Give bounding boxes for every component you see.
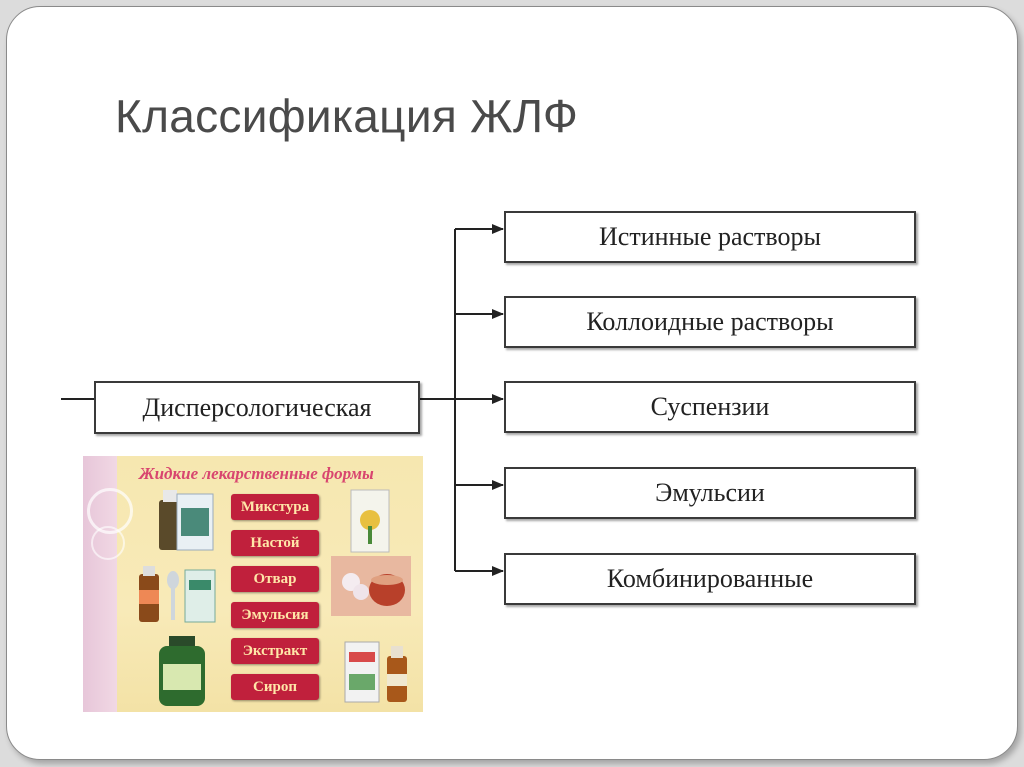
child-box-label: Эмульсии <box>655 478 765 507</box>
syrup-bottle-spoon-picture <box>139 566 216 623</box>
child-box-5: Комбинированные <box>504 553 916 605</box>
root-box-label: Дисперсологическая <box>142 392 372 422</box>
green-jar-picture <box>159 636 205 706</box>
form-label-extract: Экстракт <box>231 638 319 664</box>
child-box-4: Эмульсии <box>504 467 916 519</box>
herbal-box-picture <box>350 489 390 553</box>
tea-flowers-picture <box>331 556 411 616</box>
slide-title: Классификация ЖЛФ <box>115 90 579 142</box>
child-box-1: Истинные растворы <box>504 211 916 263</box>
root-box: Дисперсологическая <box>94 381 420 434</box>
form-label-decoction: Отвар <box>231 566 319 592</box>
form-label-mixture: Микстура <box>231 494 319 520</box>
decor-swirl <box>91 526 125 560</box>
child-box-2: Коллоидные растворы <box>504 296 916 348</box>
form-label-syrup: Сироп <box>231 674 319 700</box>
form-label-emulsion: Эмульсия <box>231 602 319 628</box>
illustration-title: Жидкие лекарственные формы <box>139 464 374 483</box>
bottle-box-picture <box>159 490 214 551</box>
child-box-label: Истинные растворы <box>599 222 821 251</box>
extract-box-bottle-picture <box>344 641 407 703</box>
child-box-label: Суспензии <box>650 392 770 421</box>
form-label-infusion: Настой <box>231 530 319 556</box>
connector-lines <box>61 224 504 576</box>
child-box-label: Коллоидные растворы <box>586 307 834 336</box>
child-box-label: Комбинированные <box>606 564 814 593</box>
liquid-forms-illustration: Жидкие лекарственные формы Микстура Наст… <box>83 456 423 712</box>
child-box-3: Суспензии <box>504 381 916 433</box>
slide: Классификация ЖЛФ Дисперсологическая Ист… <box>6 6 1018 760</box>
